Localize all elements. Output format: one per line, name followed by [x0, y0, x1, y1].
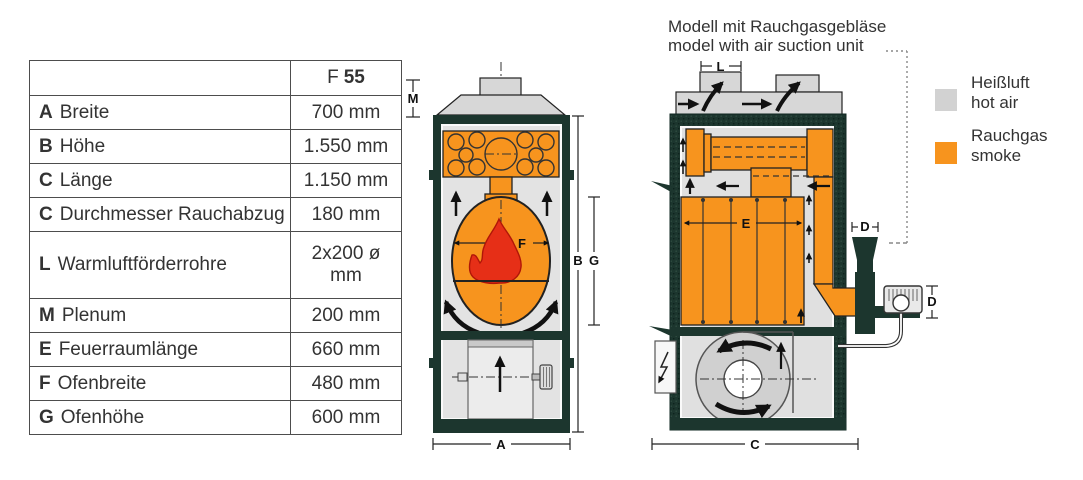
firebox: E — [680, 196, 805, 326]
annotation-leader — [886, 50, 908, 244]
legend-swatch-hot-air — [935, 89, 957, 111]
model-prefix: F — [327, 67, 339, 88]
mount-flag — [651, 181, 673, 193]
model-name: F 55 — [290, 61, 401, 95]
suction-motor — [883, 285, 923, 314]
spec-label: G Ofenhöhe — [30, 401, 290, 434]
legend-label-smoke: Rauchgas smoke — [971, 126, 1048, 166]
front-dimensions — [406, 79, 600, 450]
spec-key: B — [39, 135, 53, 157]
table-row: L Warmluftförderrohre 2x200 ø mm — [30, 231, 401, 298]
model-annotation: Modell mit Rauchgasgebläse model with ai… — [668, 17, 886, 55]
spec-label: C Länge — [30, 164, 290, 197]
dim-label-c: C — [750, 437, 760, 452]
spec-value: 480 mm — [290, 367, 401, 400]
front-view-diagram: F — [406, 62, 600, 452]
table-header-row: F 55 — [30, 61, 401, 95]
spec-label: B Höhe — [30, 130, 290, 163]
table-row: M Plenum 200 mm — [30, 298, 401, 332]
dim-label-f: F — [518, 236, 526, 251]
spec-value: 700 mm — [290, 96, 401, 129]
spec-label: A Breite — [30, 96, 290, 129]
side-view-diagram: L — [649, 50, 938, 452]
spec-key: G — [39, 406, 54, 428]
spec-label: E Feuerraumlänge — [30, 333, 290, 366]
spec-value: 600 mm — [290, 401, 401, 434]
spec-name: Ofenhöhe — [60, 406, 145, 428]
dim-label-d-chimney: D — [860, 219, 869, 234]
dim-label-m: M — [408, 91, 419, 106]
spec-name: Ofenbreite — [57, 372, 147, 394]
table-row: F Ofenbreite 480 mm — [30, 366, 401, 400]
spec-name: Breite — [59, 101, 110, 123]
spec-value: 660 mm — [290, 333, 401, 366]
plenum-stub — [479, 77, 522, 97]
spec-key: C — [39, 203, 53, 225]
spec-key: M — [39, 304, 55, 326]
door-handle — [531, 364, 553, 390]
spec-key: L — [39, 254, 51, 275]
table-row: G Ofenhöhe 600 mm — [30, 400, 401, 434]
spec-label — [30, 61, 290, 95]
table-row: A Breite 700 mm — [30, 95, 401, 129]
base-door — [452, 339, 553, 420]
tube-plate — [442, 130, 560, 178]
spec-key: F — [39, 372, 51, 394]
legend-smoke-de: Rauchgas — [971, 126, 1048, 145]
legend-hot-air-en: hot air — [971, 93, 1019, 112]
legend-smoke-en: smoke — [971, 146, 1022, 165]
spec-key: E — [39, 338, 52, 360]
spec-key: A — [39, 101, 53, 123]
table-row: C Länge 1.150 mm — [30, 163, 401, 197]
plenum-band — [675, 91, 843, 118]
electrical-box — [654, 340, 677, 394]
spec-name: Durchmesser Rauchabzug — [59, 203, 285, 225]
spec-value: 180 mm — [290, 198, 401, 231]
legend-label-hot-air: Heißluft hot air — [971, 73, 1030, 113]
dim-label-e: E — [742, 216, 751, 231]
dim-label-l: L — [717, 59, 725, 74]
spec-table: F 55 A Breite 700 mm B Höhe 1.550 mm C Läng… — [29, 60, 402, 435]
spec-label: L Warmluftförderrohre — [30, 232, 290, 298]
dim-label-b: B — [573, 253, 582, 268]
plenum-hood — [435, 94, 567, 116]
spec-name: Warmluftförderrohre — [57, 254, 227, 275]
spec-key: C — [39, 169, 53, 191]
table-row: E Feuerraumlänge 660 mm — [30, 332, 401, 366]
legend-swatch-smoke — [935, 142, 957, 164]
table-row: C Durchmesser Rauchabzug 180 mm — [30, 197, 401, 231]
heat-exchanger — [685, 128, 834, 285]
annotation-line-de: Modell mit Rauchgasgebläse — [668, 17, 887, 36]
spec-name: Höhe — [59, 135, 106, 157]
table-row: B Höhe 1.550 mm — [30, 129, 401, 163]
legend-hot-air-de: Heißluft — [971, 73, 1030, 92]
spec-label: F Ofenbreite — [30, 367, 290, 400]
spec-value: 1.150 mm — [290, 164, 401, 197]
lightning-icon — [658, 351, 669, 384]
spec-name: Länge — [59, 169, 113, 191]
spec-label: M Plenum — [30, 299, 290, 332]
spec-label: C Durchmesser Rauchabzug — [30, 198, 290, 231]
annotation-line-en: model with air suction unit — [668, 36, 864, 55]
spec-value: 200 mm — [290, 299, 401, 332]
spec-value: 2x200 ø mm — [290, 232, 401, 298]
dim-label-g: G — [589, 253, 599, 268]
flame-icon — [468, 217, 522, 285]
mount-flag — [649, 326, 673, 337]
spec-name: Plenum — [61, 304, 127, 326]
model-number: 55 — [343, 67, 365, 88]
oven-body: F — [451, 196, 551, 330]
dim-label-a: A — [496, 437, 506, 452]
spec-value: 1.550 mm — [290, 130, 401, 163]
dim-label-d-motor: D — [927, 294, 936, 309]
fan-blower — [695, 331, 818, 427]
spec-name: Feuerraumlänge — [58, 338, 199, 360]
